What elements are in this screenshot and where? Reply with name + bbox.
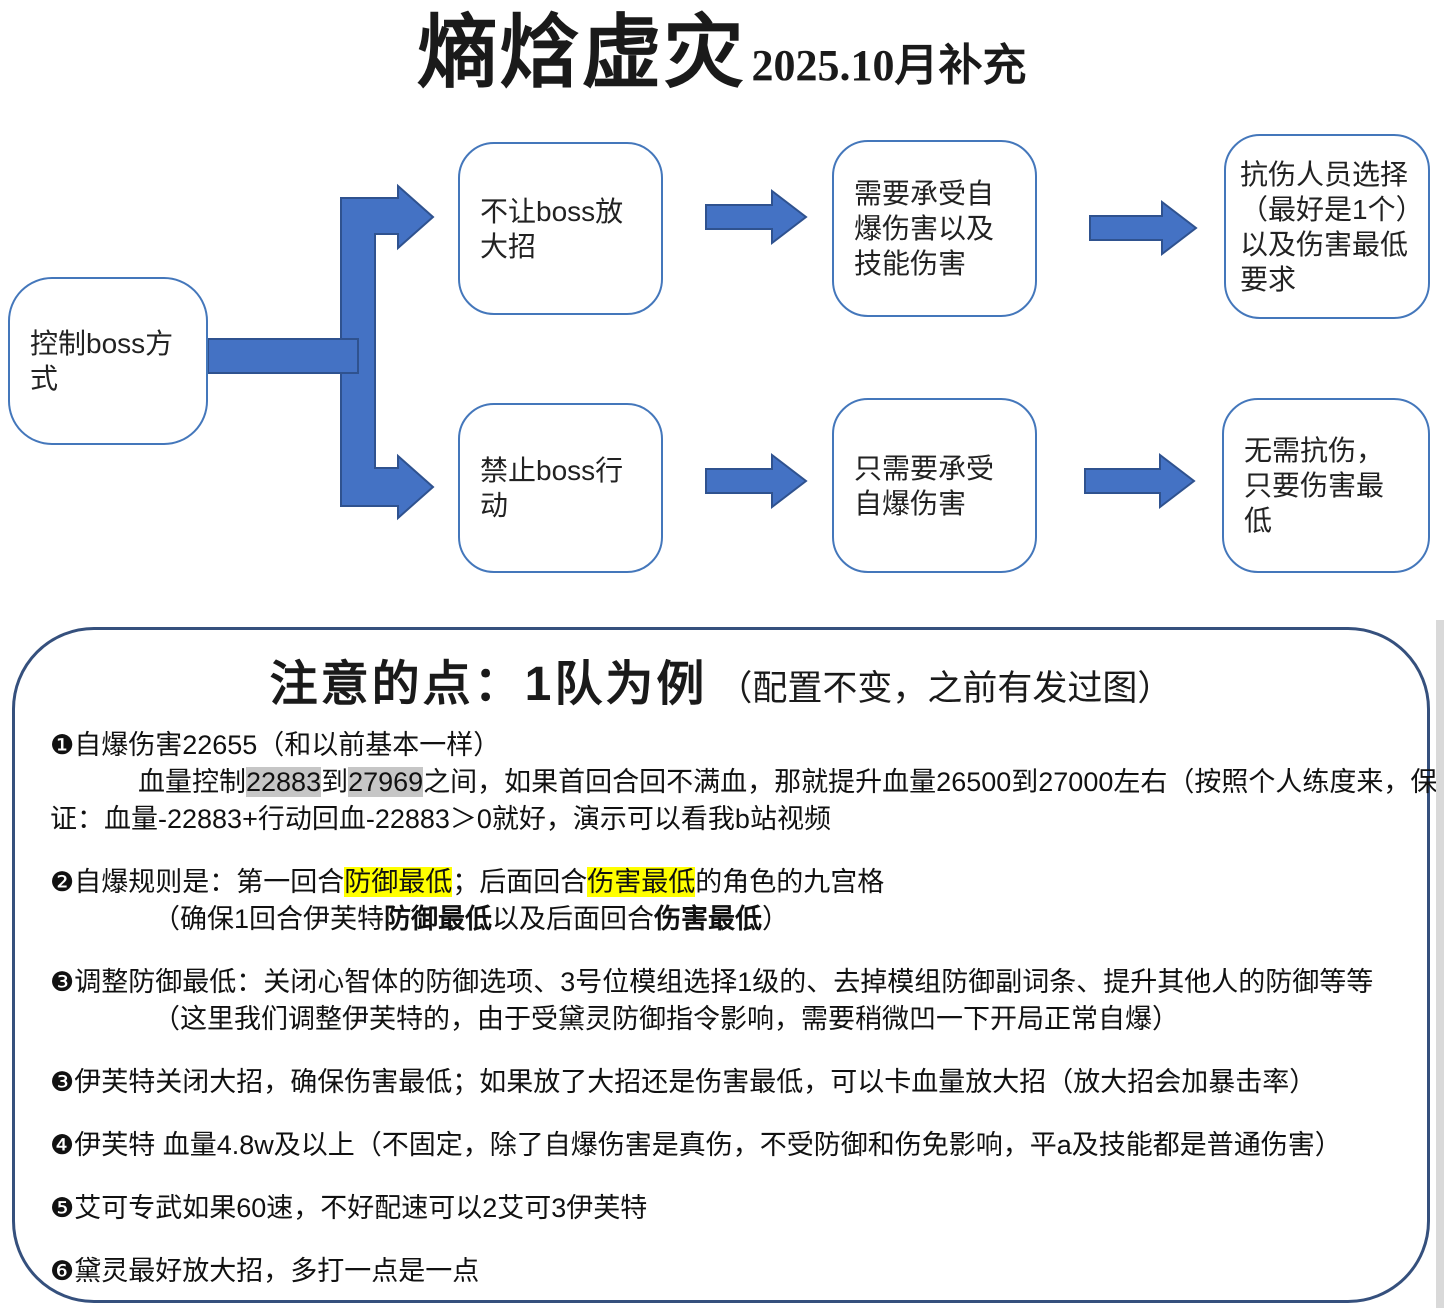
note-text: ；后面回合 (452, 867, 588, 897)
note-line: ❺艾可专武如果60速，不好配速可以2艾可3伊芙特 (50, 1190, 1401, 1227)
note-text-bold: 伤害最低 (654, 904, 763, 934)
note-text-bold: 防御最低 (384, 904, 493, 934)
flow-connectors (207, 183, 1198, 521)
notes-subtitle: （配置不变，之前有发过图） (717, 669, 1173, 708)
note-line: ❻黛灵最好放大招，多打一点是一点 (50, 1253, 1401, 1290)
note-text: ❹伊芙特 血量4.8w及以上（不固定，除了自爆伤害是真伤，不受防御和伤免影响，平… (50, 1130, 1342, 1160)
flow-box-root-line: 式 (30, 363, 59, 394)
flow-box-line: 只需要承受 (854, 452, 995, 484)
flow-box-take-selfdestruct-and-skill: 需要承受自 爆伤害以及 技能伤害 (832, 140, 1037, 317)
flow-box-line: 动 (480, 490, 509, 521)
note-text: （确保1回合伊芙特 (153, 904, 385, 934)
note-text: ❷自爆规则是：第一回合 (50, 867, 345, 897)
flow-box-line: 不让boss放 (480, 195, 624, 227)
flow-box-line: 爆伤害以及 (854, 213, 995, 244)
note-item-4: ❸伊芙特关闭大招，确保伤害最低；如果放了大招还是伤害最低，可以卡血量放大招（放大… (50, 1064, 1401, 1101)
title-main: 熵焓虚灾 (417, 8, 746, 97)
flow-box-line: 禁止boss行 (480, 455, 624, 486)
note-text-gray-highlight: 27969 (348, 767, 424, 797)
note-item-5: ❹伊芙特 血量4.8w及以上（不固定，除了自爆伤害是真伤，不受防御和伤免影响，平… (50, 1127, 1401, 1164)
flow-box-no-tank-needed: 无需抗伤， 只要伤害最 低 (1222, 398, 1430, 573)
flow-box-line: 只要伤害最 (1244, 470, 1385, 501)
arrow-top-2 (1089, 199, 1198, 257)
page-edge-strip (1436, 620, 1444, 1308)
note-text: 以及后面回合 (492, 904, 655, 934)
notes-body: ❶自爆伤害22655（和以前基本一样） 血量控制22883到27969之间，如果… (15, 727, 1437, 1290)
title-suffix: 2025.10月补充 (751, 41, 1027, 90)
flow-box-root-line: 控制boss方 (30, 328, 174, 359)
flow-box-line: 大招 (480, 230, 537, 262)
note-line: （确保1回合伊芙特防御最低以及后面回合伤害最低） (50, 901, 1401, 938)
note-item-6: ❺艾可专武如果60速，不好配速可以2艾可3伊芙特 (50, 1190, 1401, 1227)
note-line: 血量控制22883到27969之间，如果首回合回不满血，那就提升血量26500到… (50, 764, 1437, 801)
note-text: 之间，如果首回合回不满血，那就提升血量26500到27000左右（按照个人练度来… (423, 767, 1438, 797)
notes-title-row: 注意的点：1队为例 （配置不变，之前有发过图） (15, 644, 1427, 714)
arrow-bottom-1 (705, 452, 808, 510)
note-line: ❹伊芙特 血量4.8w及以上（不固定，除了自爆伤害是真伤，不受防御和伤免影响，平… (50, 1127, 1401, 1164)
flow-box-line: 以及伤害最低 (1240, 228, 1409, 260)
note-line: （这里我们调整伊芙特的，由于受黛灵防御指令影响，需要稍微凹一下开局正常自爆） (50, 1001, 1401, 1038)
arrow-top-1 (705, 188, 808, 246)
note-text: ❸伊芙特关闭大招，确保伤害最低；如果放了大招还是伤害最低，可以卡血量放大招（放大… (50, 1067, 1317, 1097)
flow-box-only-selfdestruct: 只需要承受 自爆伤害 (832, 398, 1037, 573)
note-item-2: ❷自爆规则是：第一回合防御最低；后面回合伤害最低的角色的九宫格 （确保1回合伊芙… (50, 864, 1401, 938)
note-text-yellow-highlight: 伤害最低 (587, 867, 696, 897)
flow-box-forbid-boss-action: 禁止boss行 动 (458, 403, 663, 573)
note-text: 证：血量-22883+行动回血-22883＞0就好，演示可以看我b站视频 (50, 804, 831, 834)
note-text: ❻黛灵最好放大招，多打一点是一点 (50, 1256, 480, 1286)
branch-connector-arrow (340, 183, 435, 521)
note-line: ❷自爆规则是：第一回合防御最低；后面回合伤害最低的角色的九宫格 (50, 864, 1401, 901)
note-item-1: ❶自爆伤害22655（和以前基本一样） 血量控制22883到27969之间，如果… (50, 727, 1437, 838)
flow-box-line: 要求 (1240, 263, 1297, 295)
note-text: ） (762, 904, 790, 934)
flow-box-line: 技能伤害 (854, 248, 967, 279)
note-item-7: ❻黛灵最好放大招，多打一点是一点 (50, 1253, 1401, 1290)
note-text: ❸调整防御最低：关闭心智体的防御选项、3号位模组选择1级的、去掉模组防御副词条、… (50, 967, 1374, 997)
note-text: ❺艾可专武如果60速，不好配速可以2艾可3伊芙特 (50, 1193, 648, 1223)
note-item-3: ❸调整防御最低：关闭心智体的防御选项、3号位模组选择1级的、去掉模组防御副词条、… (50, 964, 1401, 1038)
flow-box-line: 自爆伤害 (854, 487, 967, 519)
notes-panel: 注意的点：1队为例 （配置不变，之前有发过图） ❶自爆伤害22655（和以前基本… (12, 627, 1437, 1303)
note-text-yellow-highlight: 防御最低 (344, 867, 453, 897)
root-connector-bar (207, 338, 359, 374)
arrow-bottom-2 (1084, 452, 1196, 510)
note-text-gray-highlight: 22883 (246, 767, 322, 797)
flow-box-line: 需要承受自 (854, 178, 995, 209)
flow-box-line: 抗伤人员选择 (1240, 158, 1409, 190)
note-line: ❶自爆伤害22655（和以前基本一样） (50, 727, 1401, 764)
note-line: 证：血量-22883+行动回血-22883＞0就好，演示可以看我b站视频 (50, 801, 1401, 838)
flow-box-root: 控制boss方 式 (8, 277, 208, 445)
flow-box-line: 低 (1244, 505, 1273, 536)
note-line: ❸调整防御最低：关闭心智体的防御选项、3号位模组选择1级的、去掉模组防御副词条、… (50, 964, 1401, 1001)
flow-box-no-ultimate: 不让boss放 大招 (458, 142, 663, 315)
note-text: ❶自爆伤害22655（和以前基本一样） (50, 730, 501, 760)
notes-title: 注意的点：1队为例 (269, 658, 708, 711)
flowchart: 控制boss方 式 不让boss放 大招 需要承受自 爆伤害以及 技能伤害 抗伤… (0, 0, 1444, 622)
note-text: 到 (321, 767, 349, 797)
note-text: （这里我们调整伊芙特的，由于受黛灵防御指令影响，需要稍微凹一下开局正常自爆） (153, 1004, 1179, 1034)
note-text: 的角色的九宫格 (695, 867, 885, 897)
flow-box-line: （最好是1个） (1240, 193, 1424, 225)
flow-box-tank-selection: 抗伤人员选择 （最好是1个） 以及伤害最低 要求 (1224, 134, 1430, 319)
flow-box-line: 无需抗伤， (1244, 435, 1385, 466)
note-line: ❸伊芙特关闭大招，确保伤害最低；如果放了大招还是伤害最低，可以卡血量放大招（放大… (50, 1064, 1401, 1101)
note-text: 血量控制 (138, 767, 246, 797)
page-title: 熵焓虚灾 2025.10月补充 (0, 0, 1444, 110)
